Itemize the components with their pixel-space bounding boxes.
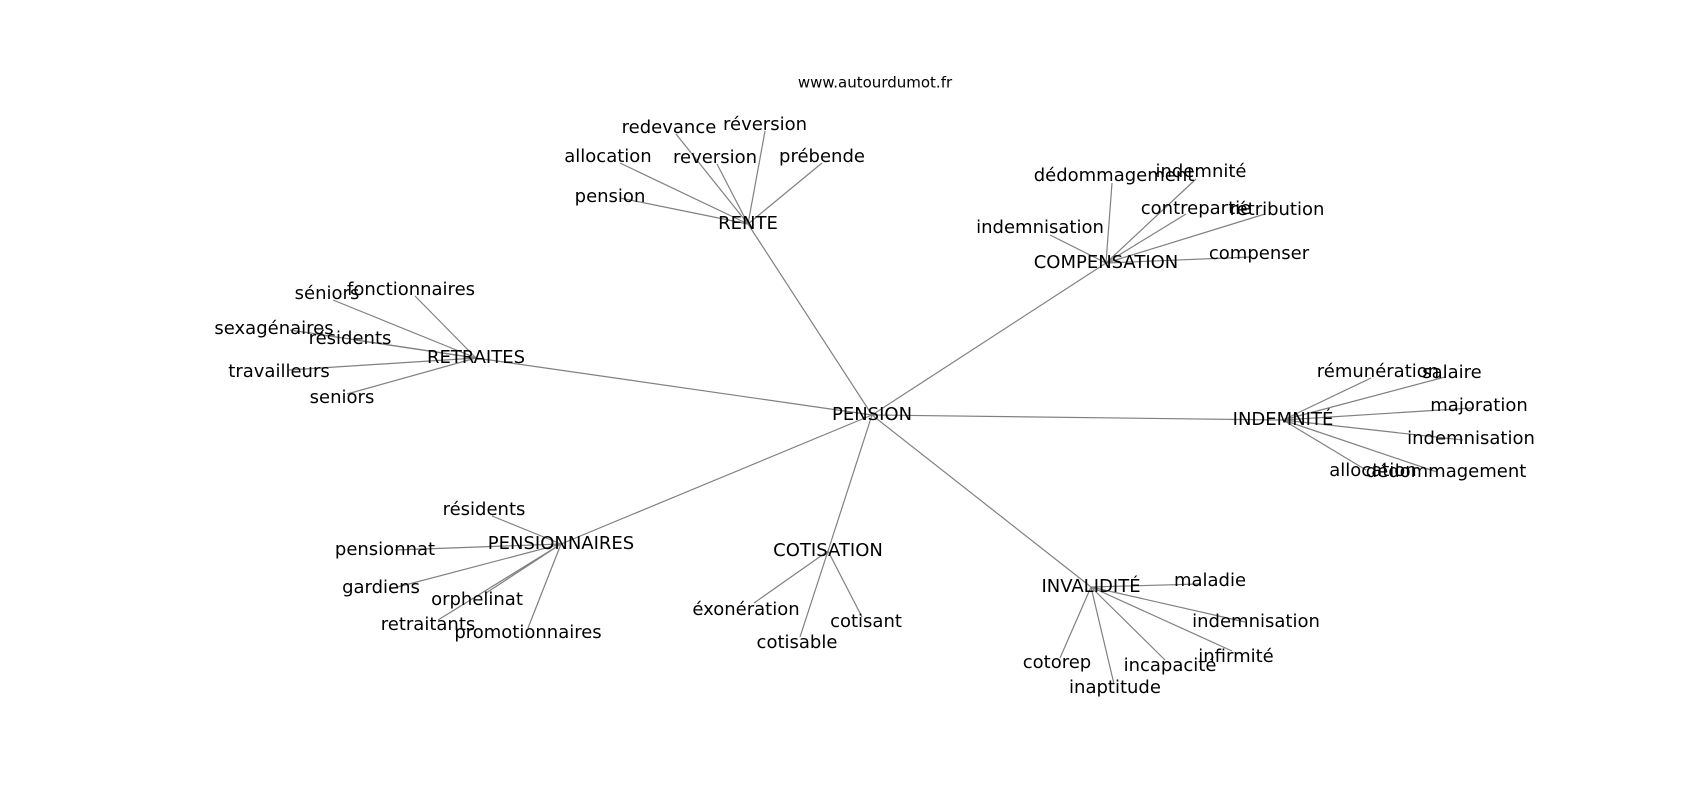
leaf-node-rente-redevance: redevance xyxy=(622,117,717,138)
hub-node-rente: RENTE xyxy=(718,213,778,234)
leaf-node-pensionnaires-retraitants: retraitants xyxy=(381,614,476,635)
edge-center-pensionnaires xyxy=(560,414,873,545)
leaf-node-retraites-travailleurs: travailleurs xyxy=(228,361,329,382)
hub-node-retraites: RETRAITES xyxy=(427,347,525,368)
edge-center-retraites xyxy=(475,357,873,416)
edge-invalidite-infirmite xyxy=(1090,586,1233,652)
leaf-node-cotisation-cotisable: cotisable xyxy=(757,632,838,653)
leaf-node-pensionnaires-gardiens: gardiens xyxy=(342,577,420,598)
hub-node-pensionnaires: PENSIONNAIRES xyxy=(488,533,634,554)
edge-rente-allocation xyxy=(619,162,749,225)
leaf-node-pensionnaires-promotionnaires: promotionnaires xyxy=(454,622,601,643)
edge-pensionnaires-pensionnat xyxy=(394,543,562,551)
edge-compensation-compenser xyxy=(1105,256,1251,264)
leaf-node-retraites-residents: résidents xyxy=(309,328,392,349)
edge-compensation-indemnisation xyxy=(1049,234,1107,264)
edge-center-rente xyxy=(747,223,873,416)
leaf-node-invalidite-indemnisation: indemnisation xyxy=(1192,611,1320,632)
edge-center-cotisation xyxy=(827,414,873,552)
leaf-node-compensation-contrepartie: contrepartie xyxy=(1141,198,1251,219)
hub-node-indemnite: INDEMNITÉ xyxy=(1233,408,1334,430)
edge-cotisation-cotisant xyxy=(827,550,863,618)
edge-compensation-contrepartie xyxy=(1105,213,1187,264)
leaf-node-invalidite-cotorep: cotorep xyxy=(1023,652,1091,673)
leaf-node-indemnite-dedommagement: dédommagement xyxy=(1366,461,1527,482)
edge-indemnite-majoration xyxy=(1282,407,1473,421)
edge-retraites-seniors xyxy=(332,299,477,359)
edge-pensionnaires-residents xyxy=(491,515,562,545)
graph-edges xyxy=(288,130,1473,685)
leaf-node-rente-reversion: réversion xyxy=(723,114,807,135)
edge-retraites-seniors xyxy=(346,357,477,395)
hub-node-cotisation: COTISATION xyxy=(773,540,883,561)
leaf-node-compensation-indemnisation: indemnisation xyxy=(976,217,1104,238)
leaf-node-compensation-indemnite: indemnité xyxy=(1156,161,1247,182)
edge-retraites-residents xyxy=(354,339,477,359)
leaf-node-indemnite-majoration: majoration xyxy=(1430,395,1528,416)
edge-invalidite-incapacite xyxy=(1090,586,1166,661)
leaf-node-indemnite-allocation: allocation xyxy=(1329,460,1416,481)
edge-center-indemnite xyxy=(871,414,1284,421)
leaf-node-retraites-seniors: seniors xyxy=(310,387,375,408)
leaf-node-pensionnaires-residents: résidents xyxy=(443,499,526,520)
leaf-node-indemnite-salaire: salaire xyxy=(1422,362,1482,383)
leaf-node-invalidite-infirmite: infirmité xyxy=(1198,646,1274,667)
leaf-node-indemnite-indemnisation: indemnisation xyxy=(1407,428,1535,449)
edge-rente-reversion xyxy=(747,130,766,225)
center-node-label: PENSION xyxy=(832,404,912,425)
edge-center-invalidite xyxy=(871,414,1092,588)
leaf-node-rente-pension: pension xyxy=(575,186,646,207)
edge-cotisation-cotisable xyxy=(799,550,829,638)
leaf-node-invalidite-maladie: maladie xyxy=(1174,570,1246,591)
leaf-node-retraites-sexagenaires: sexagénaires xyxy=(214,318,333,339)
leaf-node-compensation-compenser: compenser xyxy=(1209,243,1310,264)
leaf-node-rente-allocation: allocation xyxy=(564,146,651,167)
edge-compensation-retribution xyxy=(1105,213,1266,264)
edge-rente-redevance xyxy=(675,133,749,225)
leaf-node-cotisation-exoneration: éxonération xyxy=(692,599,799,620)
leaf-node-indemnite-remuneration: rémunération xyxy=(1317,361,1439,382)
hub-node-invalidite: INVALIDITÉ xyxy=(1041,575,1140,597)
edge-indemnite-salaire xyxy=(1282,376,1446,421)
edge-indemnite-remuneration xyxy=(1282,377,1372,421)
leaf-node-compensation-dedommagement: dédommagement xyxy=(1034,165,1195,186)
leaf-node-compensation-retribution: rétribution xyxy=(1230,199,1325,220)
leaf-node-invalidite-inaptitude: inaptitude xyxy=(1069,677,1161,698)
graph-labels: www.autourdumot.fr PENSION RENTE redevance… xyxy=(214,74,1534,699)
edge-rente-reversion xyxy=(716,163,749,225)
leaf-node-retraites-seniors: séniors xyxy=(295,283,360,304)
edge-indemnite-indemnisation xyxy=(1282,419,1464,441)
edge-cotisation-exoneration xyxy=(753,550,829,604)
edge-invalidite-inaptitude xyxy=(1090,586,1115,685)
edge-invalidite-cotorep xyxy=(1059,586,1092,659)
leaf-node-pensionnaires-orphelinat: orphelinat xyxy=(431,589,523,610)
edge-pensionnaires-retraitants xyxy=(437,543,562,621)
edge-pensionnaires-gardiens xyxy=(389,543,562,590)
edge-retraites-travailleurs xyxy=(288,357,477,371)
leaf-node-pensionnaires-pensionnat: pensionnat xyxy=(335,539,435,560)
edge-rente-pension xyxy=(619,197,749,225)
leaf-node-rente-reversion: reversion xyxy=(673,147,757,168)
edge-invalidite-maladie xyxy=(1090,583,1201,588)
edge-retraites-fonctionnaires xyxy=(414,295,477,359)
edge-indemnite-allocation xyxy=(1282,419,1367,471)
leaf-node-cotisation-cotisant: cotisant xyxy=(830,611,902,632)
leaf-node-invalidite-incapacite: incapacité xyxy=(1124,655,1217,676)
edge-invalidite-indemnisation xyxy=(1090,586,1246,623)
watermark-text: www.autourdumot.fr xyxy=(798,74,953,92)
edge-rente-prebende xyxy=(747,162,823,225)
edge-center-compensation xyxy=(871,262,1107,416)
leaf-node-rente-prebende: prébende xyxy=(779,146,865,167)
edge-compensation-indemnite xyxy=(1105,178,1197,264)
edge-compensation-dedommagement xyxy=(1105,182,1113,264)
leaf-node-retraites-fonctionnaires: fonctionnaires xyxy=(347,279,475,300)
edge-pensionnaires-promotionnaires xyxy=(527,543,562,629)
edge-indemnite-dedommagement xyxy=(1282,419,1438,473)
hub-node-compensation: COMPENSATION xyxy=(1034,252,1179,273)
